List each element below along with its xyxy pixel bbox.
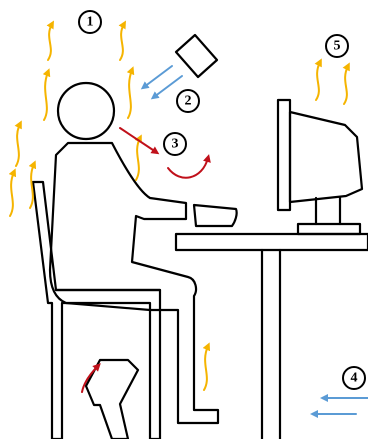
keyboard-icon <box>194 205 237 226</box>
marker-5: 5 <box>326 35 348 57</box>
marker-2: 2 <box>177 90 199 112</box>
marker-1: 1 <box>79 11 101 33</box>
marker-3-label: 3 <box>172 137 179 152</box>
marker-1-label: 1 <box>87 15 94 30</box>
computer-monitor-icon <box>278 100 362 234</box>
marker-4-label: 4 <box>351 371 358 386</box>
ceiling-panel-icon <box>176 35 217 77</box>
hot-air-arrows <box>82 128 208 392</box>
marker-3: 3 <box>164 133 186 155</box>
marker-4: 4 <box>343 367 365 389</box>
heat-plumes-monitor <box>316 62 348 104</box>
heat-plumes-head <box>16 24 140 180</box>
desk-icon <box>176 234 368 439</box>
head <box>58 83 114 139</box>
marker-5-label: 5 <box>334 39 341 54</box>
marker-2-label: 2 <box>185 94 192 109</box>
body-outline <box>50 143 218 423</box>
